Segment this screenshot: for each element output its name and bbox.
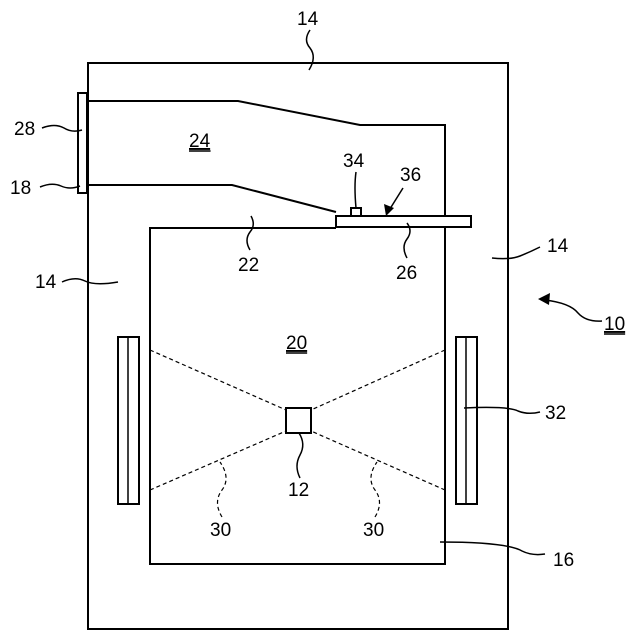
label-12: 12 xyxy=(288,480,309,501)
leader-28 xyxy=(42,126,82,132)
label-18: 18 xyxy=(10,178,31,199)
label-14-right: 14 xyxy=(547,236,569,257)
label-14-left: 14 xyxy=(35,272,57,293)
leader-32 xyxy=(464,407,540,413)
arrowhead-10 xyxy=(538,293,550,305)
leader-14-left xyxy=(62,279,118,284)
leader-10 xyxy=(545,300,602,321)
leader-16 xyxy=(440,542,545,555)
duct-lower-wall xyxy=(86,185,336,212)
ray-lower-right xyxy=(311,431,445,490)
leader-30-right xyxy=(371,462,380,517)
label-30-right: 30 xyxy=(363,520,384,541)
ray-lower-left xyxy=(150,431,286,490)
flange xyxy=(78,93,87,193)
plate xyxy=(336,216,471,227)
leader-14-right xyxy=(492,247,540,259)
label-28: 28 xyxy=(14,119,35,140)
ray-upper-right xyxy=(311,350,445,410)
leader-34 xyxy=(355,172,356,208)
valve xyxy=(351,208,361,216)
label-22: 22 xyxy=(238,255,259,276)
ray-upper-left xyxy=(150,350,286,410)
leader-22 xyxy=(247,216,253,250)
label-34: 34 xyxy=(343,151,365,172)
duct-upper-wall xyxy=(86,101,445,216)
label-16: 16 xyxy=(553,550,574,571)
leader-12 xyxy=(297,433,303,478)
sample xyxy=(286,408,311,433)
label-26: 26 xyxy=(396,263,417,284)
leader-30-left xyxy=(218,462,227,517)
leader-18 xyxy=(40,184,80,188)
label-14-top: 14 xyxy=(297,9,319,30)
label-30-left: 30 xyxy=(210,520,231,541)
label-36: 36 xyxy=(400,165,421,186)
label-10: 10 xyxy=(604,314,625,335)
label-32: 32 xyxy=(545,403,566,424)
leader-26 xyxy=(404,223,410,258)
label-24: 24 xyxy=(189,131,211,152)
label-20: 20 xyxy=(286,333,307,354)
